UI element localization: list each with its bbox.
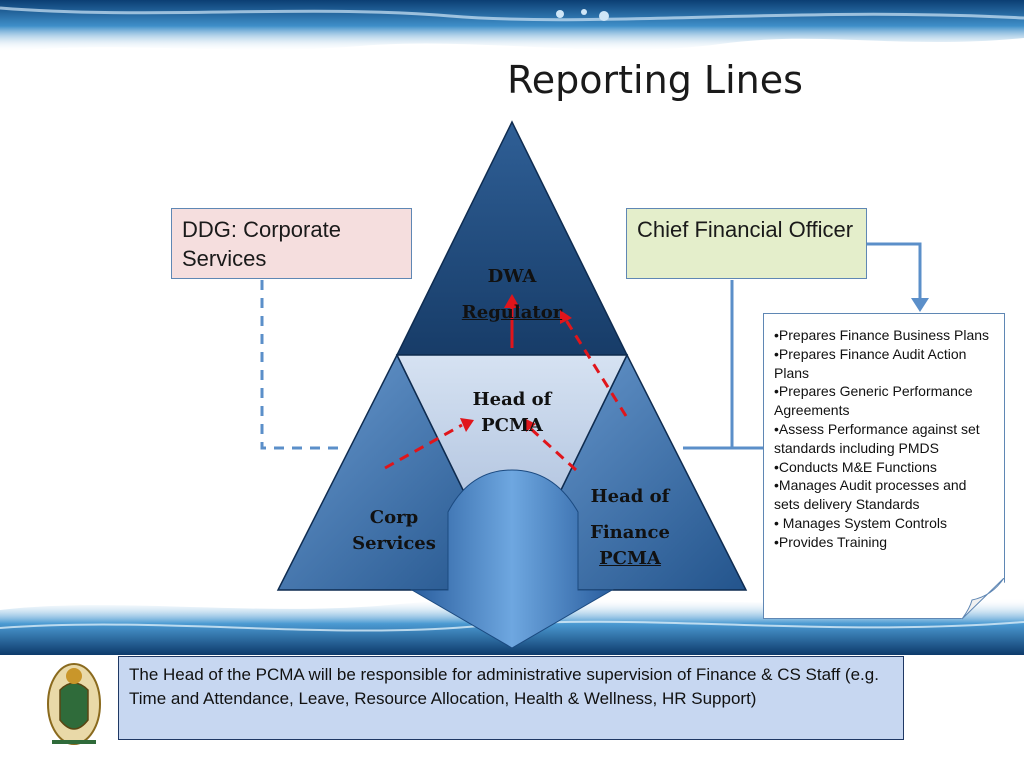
ddg-corporate-services-box: DDG: Corporate Services: [171, 208, 412, 279]
dwa-label: DWA Regulator: [452, 264, 572, 326]
corp-services-label: Corp Services: [334, 505, 454, 557]
ddg-dashed-connector: [260, 280, 342, 450]
head-of-finance-line1: Head of: [590, 486, 670, 507]
duty-item: •Prepares Finance Audit Action Plans: [774, 345, 967, 381]
regulator-label: Regulator: [461, 302, 563, 323]
duty-item: •Conducts M&E Functions: [774, 458, 937, 475]
duty-item: •Manages Audit processes and sets delive…: [774, 477, 967, 513]
head-of-pcma-line2: PCMA: [481, 415, 543, 436]
slide-title: Reporting Lines: [507, 58, 803, 102]
cfo-connector: [683, 280, 734, 450]
head-of-finance-line3: PCMA: [599, 548, 661, 569]
page-curl-icon: [962, 578, 1005, 620]
duty-item: •Provides Training: [774, 533, 888, 550]
corp-services-line2: Services: [352, 533, 436, 554]
duty-item: • Manages System Controls: [774, 514, 947, 531]
duty-item: •Assess Performance against set standard…: [774, 420, 980, 456]
red-reporting-arrows: [384, 294, 628, 472]
dwa-label-line1: DWA: [487, 266, 537, 287]
duty-item: •Prepares Finance Business Plans: [774, 327, 990, 343]
cfo-to-duties-arrowhead: [911, 298, 929, 312]
pcma-supervision-note: The Head of the PCMA will be responsible…: [118, 656, 904, 740]
cfo-to-duties-connector: [867, 242, 922, 298]
head-of-pcma-label: Head of PCMA: [452, 387, 572, 439]
corp-services-line1: Corp: [369, 507, 419, 528]
coat-of-arms-emblem: [47, 663, 101, 745]
head-of-finance-line2: Finance: [590, 522, 670, 543]
chief-financial-officer-box: Chief Financial Officer: [626, 208, 867, 279]
duty-item: •Prepares Generic Performance Agreements: [774, 383, 973, 419]
head-of-pcma-line1: Head of: [472, 389, 552, 410]
head-of-finance-label: Head of Finance PCMA: [570, 484, 690, 572]
down-arrow-shape: [410, 469, 614, 649]
cfo-duties-list: •Prepares Finance Business Plans •Prepar…: [763, 313, 1005, 619]
